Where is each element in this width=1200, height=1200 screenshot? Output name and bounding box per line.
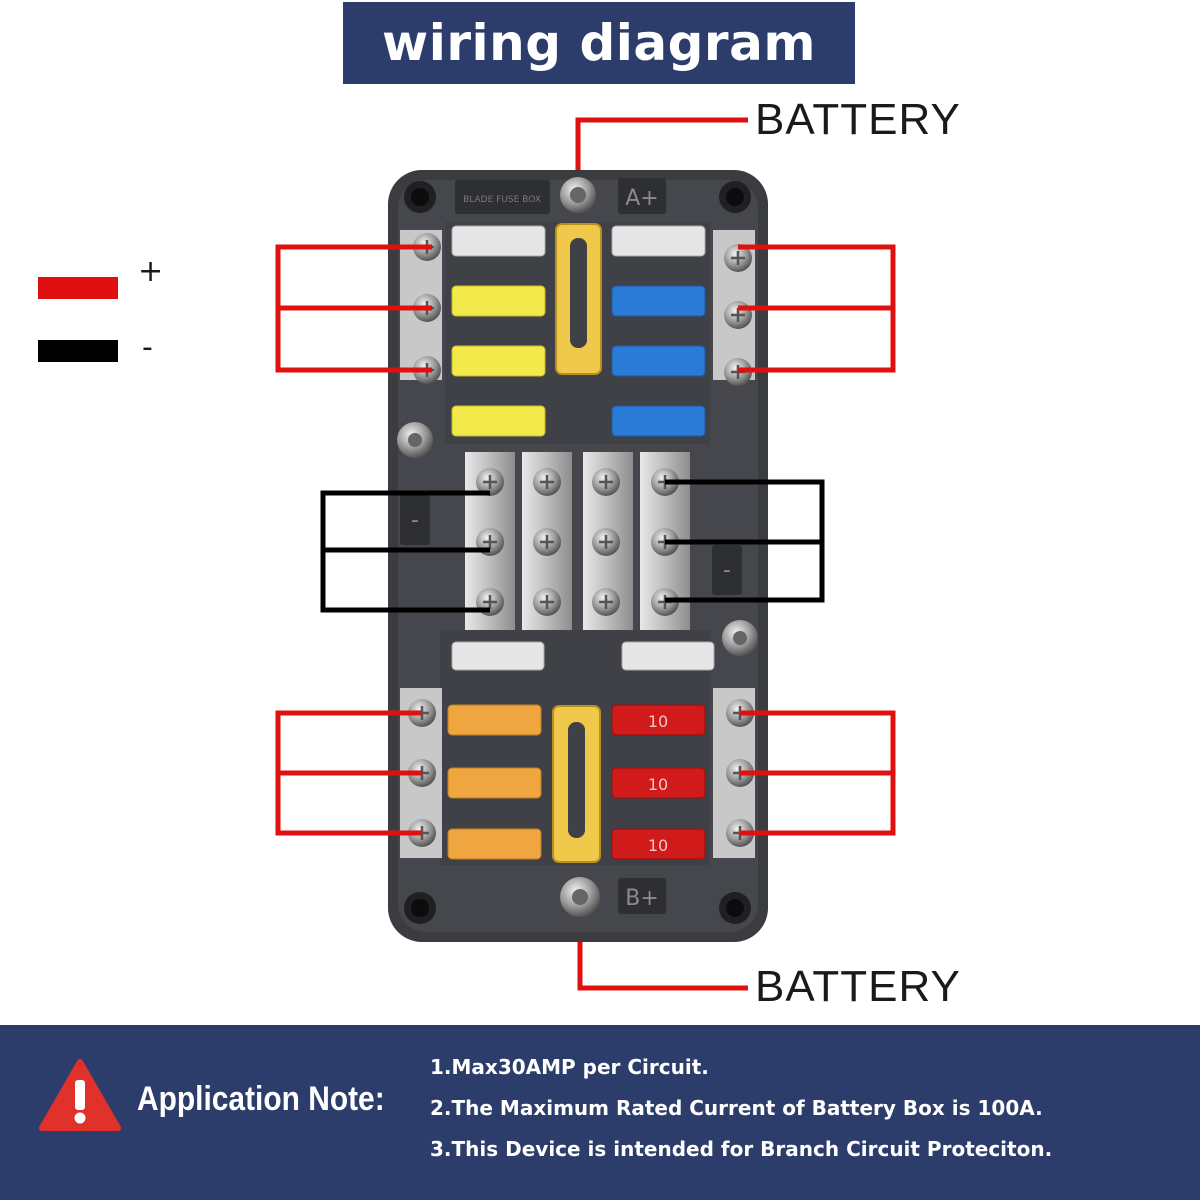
fuse <box>611 405 706 437</box>
fuse <box>621 641 715 671</box>
fuse-box-header-plate <box>455 180 550 214</box>
screw-slot <box>599 595 613 609</box>
diagram-title: wiring diagram <box>382 14 816 72</box>
upper-fuses <box>451 225 706 437</box>
fuse <box>447 828 542 860</box>
screw-slot <box>540 535 554 549</box>
mounting-holes <box>404 181 751 924</box>
top-terminal-label: A+ <box>625 186 658 211</box>
application-note-item: 3.This Device is intended for Branch Cir… <box>430 1137 1053 1161</box>
fuse-box-header-label: BLADE FUSE BOX <box>463 195 541 205</box>
battery-top-wire <box>575 117 748 185</box>
red-wire-lower-left <box>275 710 422 836</box>
screw-slot <box>731 251 745 265</box>
bottom-terminal-plate <box>618 878 666 914</box>
application-note-item: 1.Max30AMP per Circuit. <box>430 1055 709 1079</box>
legend-positive-swatch <box>38 277 118 299</box>
application-note-bar <box>0 1025 1200 1200</box>
busbar-left-plate <box>400 495 430 545</box>
fuse-rating: 10 <box>648 775 668 794</box>
fuse-rating: 10 <box>648 712 668 731</box>
fuse <box>451 345 546 377</box>
application-note-heading: Application Note: <box>137 1080 385 1118</box>
legend-positive-sign: + <box>138 254 164 289</box>
fuse <box>451 285 546 317</box>
fuse <box>611 828 706 860</box>
red-wire-upper-right <box>738 244 896 373</box>
positive-wires <box>275 244 896 836</box>
negative-wires <box>320 479 825 613</box>
bottom-terminal-label: B+ <box>625 886 659 911</box>
screw-slot <box>483 535 497 549</box>
top-terminal-plate <box>618 178 666 214</box>
title-banner: wiring diagram <box>343 2 855 84</box>
busbar-right-label: - <box>723 558 731 583</box>
fuse <box>611 225 706 257</box>
fuse <box>611 704 706 736</box>
fuse <box>447 767 542 799</box>
screw-slot <box>483 475 497 489</box>
fuse <box>447 704 542 736</box>
screw-slot <box>540 475 554 489</box>
warning-icon <box>39 1059 121 1131</box>
battery-top-label: BATTERY <box>755 95 961 144</box>
fuse <box>451 225 546 257</box>
black-wire-right <box>665 479 825 603</box>
fuse <box>611 285 706 317</box>
screw-slot <box>540 595 554 609</box>
wiring-diagram-figure: BLADE FUSE BOX A+ B+ <box>38 117 896 991</box>
lower-fuses: 10 10 10 <box>447 641 715 860</box>
fuse-puller-bottom <box>552 705 601 863</box>
fuse <box>451 405 546 437</box>
red-wire-upper-left <box>275 244 432 373</box>
side-stud-right <box>722 620 758 656</box>
fuse <box>611 767 706 799</box>
battery-stud-top <box>560 177 596 213</box>
legend-negative-sign: - <box>142 330 153 365</box>
battery-bottom-wire <box>577 942 748 991</box>
screw-slot <box>599 535 613 549</box>
red-wire-lower-right <box>740 710 896 836</box>
side-stud-left <box>397 422 433 458</box>
battery-bottom-label: BATTERY <box>755 962 961 1011</box>
busbar-right-plate <box>712 545 742 595</box>
fuse <box>451 641 545 671</box>
legend-negative-swatch <box>38 340 118 362</box>
black-wire-left <box>320 490 490 613</box>
fuse <box>611 345 706 377</box>
busbar-left-label: - <box>411 508 419 533</box>
battery-stud-bottom <box>560 877 600 917</box>
screw-slot <box>599 475 613 489</box>
application-note-item: 2.The Maximum Rated Current of Battery B… <box>430 1096 1043 1120</box>
application-notes-list: 1.Max30AMP per Circuit. 2.The Maximum Ra… <box>430 1050 1052 1173</box>
screw-slot <box>483 595 497 609</box>
fuse-rating: 10 <box>648 836 668 855</box>
fuse-puller-top <box>555 223 602 375</box>
